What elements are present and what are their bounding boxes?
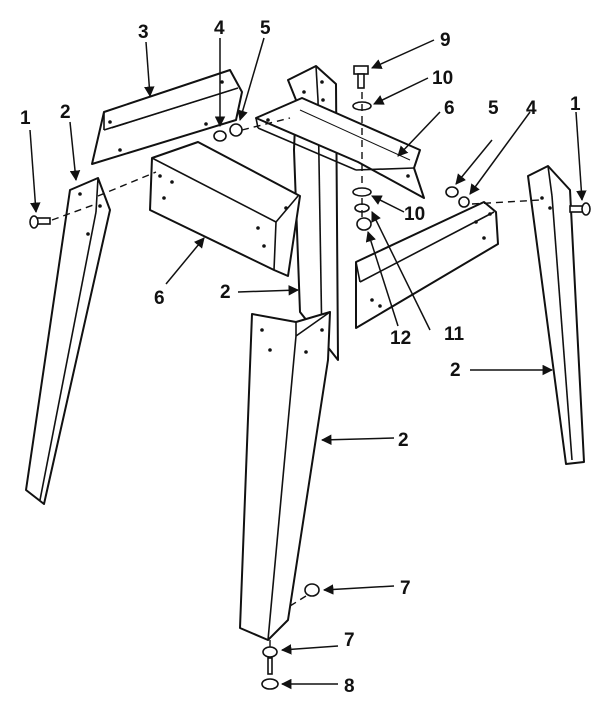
- callout-6-top: 6: [444, 98, 455, 119]
- callout-1-left: 1: [20, 108, 31, 129]
- callout-5-left: 5: [260, 18, 271, 39]
- washer-left-icon: [229, 123, 243, 137]
- callout-4-left: 4: [214, 18, 225, 39]
- callout-12: 12: [390, 328, 411, 349]
- callout-10-top: 10: [432, 68, 453, 89]
- callout-11: 11: [444, 324, 465, 345]
- brace-3: [91, 69, 243, 165]
- leveler-foot-8-icon: [261, 657, 279, 690]
- callout-7-lower: 7: [344, 630, 355, 651]
- callout-6-left: 6: [154, 288, 165, 309]
- leg-front: [239, 311, 331, 641]
- callout-7-upper: 7: [400, 578, 411, 599]
- washer-right-icon: [458, 196, 470, 208]
- nut-7-upper-icon: [304, 583, 320, 597]
- nut-12-icon: [356, 217, 372, 231]
- screw-right-icon: [569, 202, 591, 216]
- callout-9: 9: [440, 30, 451, 51]
- callout-3: 3: [138, 22, 149, 43]
- callout-8: 8: [344, 676, 355, 697]
- leg-right: [527, 165, 585, 465]
- brace-6-top: [255, 97, 425, 199]
- nut-left-icon: [213, 130, 227, 142]
- callout-5-right: 5: [488, 98, 499, 119]
- callout-4-right: 4: [526, 98, 537, 119]
- brace-right: [355, 201, 499, 329]
- washer-10-mid-icon: [352, 187, 372, 197]
- brace-6-left: [149, 141, 301, 277]
- leg-left: [25, 177, 111, 505]
- leader-lines: [29, 37, 587, 690]
- screw-left-icon: [29, 215, 51, 229]
- nut-7-lower-icon: [262, 646, 278, 658]
- callout-labels: 1 2 3 4 5 9 10 6 5 4 1 6 2 10 12 11 2 2 …: [20, 18, 581, 697]
- callout-2-right: 2: [450, 360, 461, 381]
- bolt-9-icon: [353, 65, 369, 89]
- callout-2-left: 2: [60, 102, 71, 123]
- callout-2-center-upper: 2: [220, 282, 231, 303]
- assembly-lines: [51, 92, 541, 648]
- callout-2-center: 2: [398, 430, 409, 451]
- callout-1-right: 1: [570, 94, 581, 115]
- callout-10-mid: 10: [404, 204, 425, 225]
- nut-right-icon: [445, 186, 459, 198]
